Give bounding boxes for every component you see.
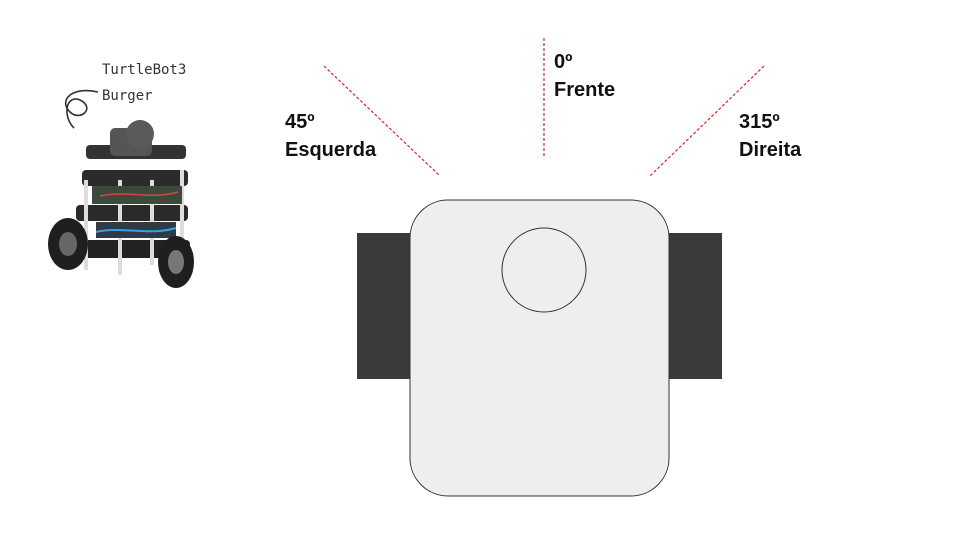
lidar-sensor (501, 227, 587, 313)
photo-caption-line1: TurtleBot3 (102, 62, 187, 78)
front-angle: 0º (554, 51, 573, 73)
left-direction-line (323, 65, 441, 177)
turtlebot-photo (48, 89, 194, 288)
left-name: Esquerda (285, 139, 377, 161)
left-angle: 45º (285, 111, 315, 133)
left-wheel (357, 233, 413, 379)
right-wheel (666, 233, 722, 379)
front-direction-label: 0º Frente (554, 48, 615, 104)
photo-plate-top (82, 170, 188, 186)
right-name: Direita (739, 139, 802, 161)
front-name: Frente (554, 79, 616, 101)
photo-plate-mid (76, 205, 188, 221)
right-direction-label: 315º Direita (739, 108, 801, 164)
curly-arrow-icon (64, 89, 99, 129)
left-direction-label: 45º Esquerda (285, 108, 376, 164)
photo-caption-line2: Burger (102, 88, 153, 104)
right-angle: 315º (739, 111, 780, 133)
right-direction-line (649, 65, 765, 177)
robot-body (409, 199, 670, 497)
